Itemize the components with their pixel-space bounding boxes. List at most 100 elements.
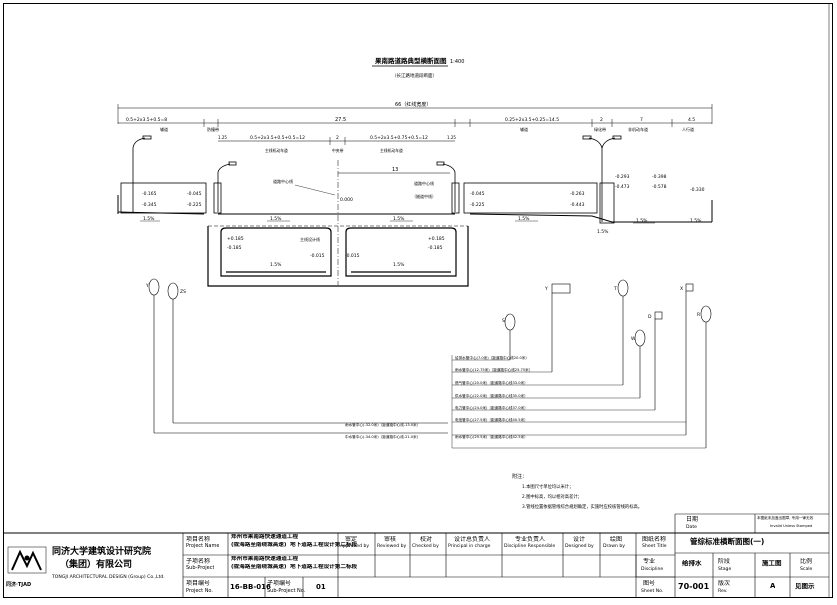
sheet-title-en: Sheet Title (642, 544, 667, 549)
elev-t6: -0.185 (428, 245, 443, 251)
discipline-value: 给排水 (682, 560, 702, 567)
callout-1: 给排水管中心(7.0米)（距道路中心线20.0米） (455, 355, 529, 360)
drawing-title: 果南路道路典型横断面图 (374, 56, 447, 65)
design-line-label: 主线设计线 (300, 236, 320, 242)
label-left-walk: 辅道 (160, 126, 168, 132)
pipe-zs-label: ZS (180, 289, 186, 295)
date-label: 日期 (686, 516, 699, 523)
project-no-en: Project No. (186, 588, 213, 594)
sheet-no: 70-001 (678, 582, 710, 591)
notes-title: 附注： (512, 473, 527, 480)
dim-main: 27.5 (335, 117, 346, 123)
stamp-note: 本图纸未加盖出图章, 专用一律无效 (757, 516, 814, 520)
subproject-name-3: 地下道路工程设计第二标段 (290, 564, 358, 570)
note-2: 2.图中标高，均以相对高差计； (522, 493, 582, 500)
dim-tunnel-mid: 2 (336, 135, 339, 141)
scale-label: 比例 (800, 558, 813, 565)
subproject-no-label: 子项编号 (267, 580, 292, 587)
label-people: 人行道 (682, 126, 694, 132)
slope-9: 1.5% (393, 262, 405, 268)
elev-r2: -0.225 (470, 202, 485, 208)
elev-r6: -0.473 (615, 184, 630, 190)
elev-r7: -0.398 (652, 174, 667, 180)
drawing-scale: 1:400 (450, 59, 464, 65)
label-right-walk: 辅道 (520, 126, 528, 132)
callout-3: 燃气管中心(20.0米)（距道路中心线33.0米） (455, 380, 528, 385)
company-en: TONGJI ARCHITECTURAL DESIGN (Group) Co.,… (51, 574, 165, 580)
callout-4: 供水管中心(22.0米)（距道路中心线35.0米） (455, 393, 528, 398)
subproject-name-2: (陇海路至南绕城高速) (231, 564, 287, 570)
pipe-y-label: Y (145, 283, 149, 289)
dim-right-a: 2 (600, 117, 603, 123)
role-drawn: 绘图 (610, 536, 623, 543)
mid-label: （隧道中线） (412, 193, 436, 199)
slope-3: 1.5% (393, 216, 405, 222)
dim-span-13: 13 (392, 167, 398, 173)
dim-right-c: 4.5 (688, 117, 695, 123)
pipe-d-label: D (648, 314, 652, 320)
elev-r5: -0.293 (615, 174, 630, 180)
project-name-2: (陇海路至南绕城高速) (231, 542, 287, 548)
slope-6: 1.5% (690, 218, 702, 224)
stage-en: Stage (718, 567, 732, 572)
slope-4: 1.5% (518, 216, 530, 222)
dim-tunnel-right: 0.5+2x3.5+0.75+0.5=12 (370, 135, 428, 141)
label-tunnel-left: 主线机动车道 (265, 148, 288, 153)
project-no-label: 项目编号 (186, 580, 211, 587)
label-tunnel-right: 主线机动车道 (380, 148, 403, 153)
elev-r4: -0.443 (570, 202, 585, 208)
dim-left-walk: 0.5+2x3.5+0.5=8 (126, 117, 167, 123)
role-discipline: 专业负责人 (515, 536, 546, 543)
subproject-no: 01 (316, 584, 326, 591)
label-green: 绿化带 (594, 126, 606, 132)
role-approved: 审定 (345, 536, 358, 543)
discipline-label: 专业 (643, 558, 656, 565)
label-center: 中央带 (332, 148, 344, 153)
subproject-en: Sub-Project (186, 565, 215, 571)
project-no: 16-BB-016 (230, 584, 271, 591)
callout-left-1: 雨水管中心(-32.0米)（距道路中心线-13.0米） (345, 422, 420, 427)
rev-value: A (770, 583, 776, 590)
elev-r3: -0.263 (570, 191, 585, 197)
sheet-title: 管综标准横断面图(一) (690, 537, 765, 546)
role-reviewed-en: Reviewed by (377, 544, 407, 549)
project-name-3: 地下道路工程设计第二标段 (290, 542, 358, 548)
dim-total: 66（红线宽度） (395, 101, 431, 108)
elev-r9: -0.330 (690, 187, 705, 193)
role-checked: 校对 (420, 536, 433, 543)
stamp-note-en: Invalid Unless Stamped (770, 524, 813, 528)
discipline-en: Discipline (641, 567, 664, 572)
role-discipline-en: Discipline Responsible (504, 544, 556, 549)
dim-right-road: 0.25+2x3.5+0.25=14.5 (505, 117, 559, 123)
callout-6: 电信管中心(27.5米)（距道路中心线40.5米） (455, 417, 528, 422)
scale-value: 见图示 (795, 583, 815, 590)
note-3: 3.管线位置依据管线综合规划确定，实施时应校核管线的标高。 (522, 503, 642, 510)
drawing-border (3, 3, 833, 598)
elev-t1: +0.185 (227, 236, 244, 242)
drawing-subtitle: （长江路地道段断面） (392, 72, 437, 79)
elev-l2: -0.345 (142, 202, 157, 208)
role-drawn-en: Drawn by (603, 544, 626, 549)
callout-2: 雨水管中心(12.75米)（距道路中心线25.75米） (455, 367, 532, 372)
elev-l3: -0.045 (187, 191, 202, 197)
label-fence: 防撞带 (207, 126, 219, 132)
elev-t5: +0.185 (428, 236, 445, 242)
role-checked-en: Checked by (412, 544, 439, 549)
rev-en: Rev. (718, 589, 728, 594)
elev-t2: -0.185 (227, 245, 242, 251)
callout-5: 电力管中心(24.0米)（距道路中心线37.0米） (455, 405, 528, 410)
elev-r1: -0.045 (470, 191, 485, 197)
role-approved-en: Approved by (340, 544, 370, 549)
dim-small-right: 1.25 (447, 135, 456, 140)
pipe-r-label: R (697, 312, 700, 318)
slope-5: 1.5% (636, 218, 648, 224)
pipe-x-label: X (680, 286, 683, 292)
elev-t3: -0.015 (310, 253, 325, 259)
dim-small-left: 1.25 (218, 135, 227, 140)
slope-8: 1.5% (270, 262, 282, 268)
company-cn-2: （集团）有限公司 (60, 558, 132, 570)
elev-l4: -0.225 (187, 202, 202, 208)
callout-left-2: 中水管中心(-34.0米)（距道路中心线-21.0米） (345, 434, 420, 439)
